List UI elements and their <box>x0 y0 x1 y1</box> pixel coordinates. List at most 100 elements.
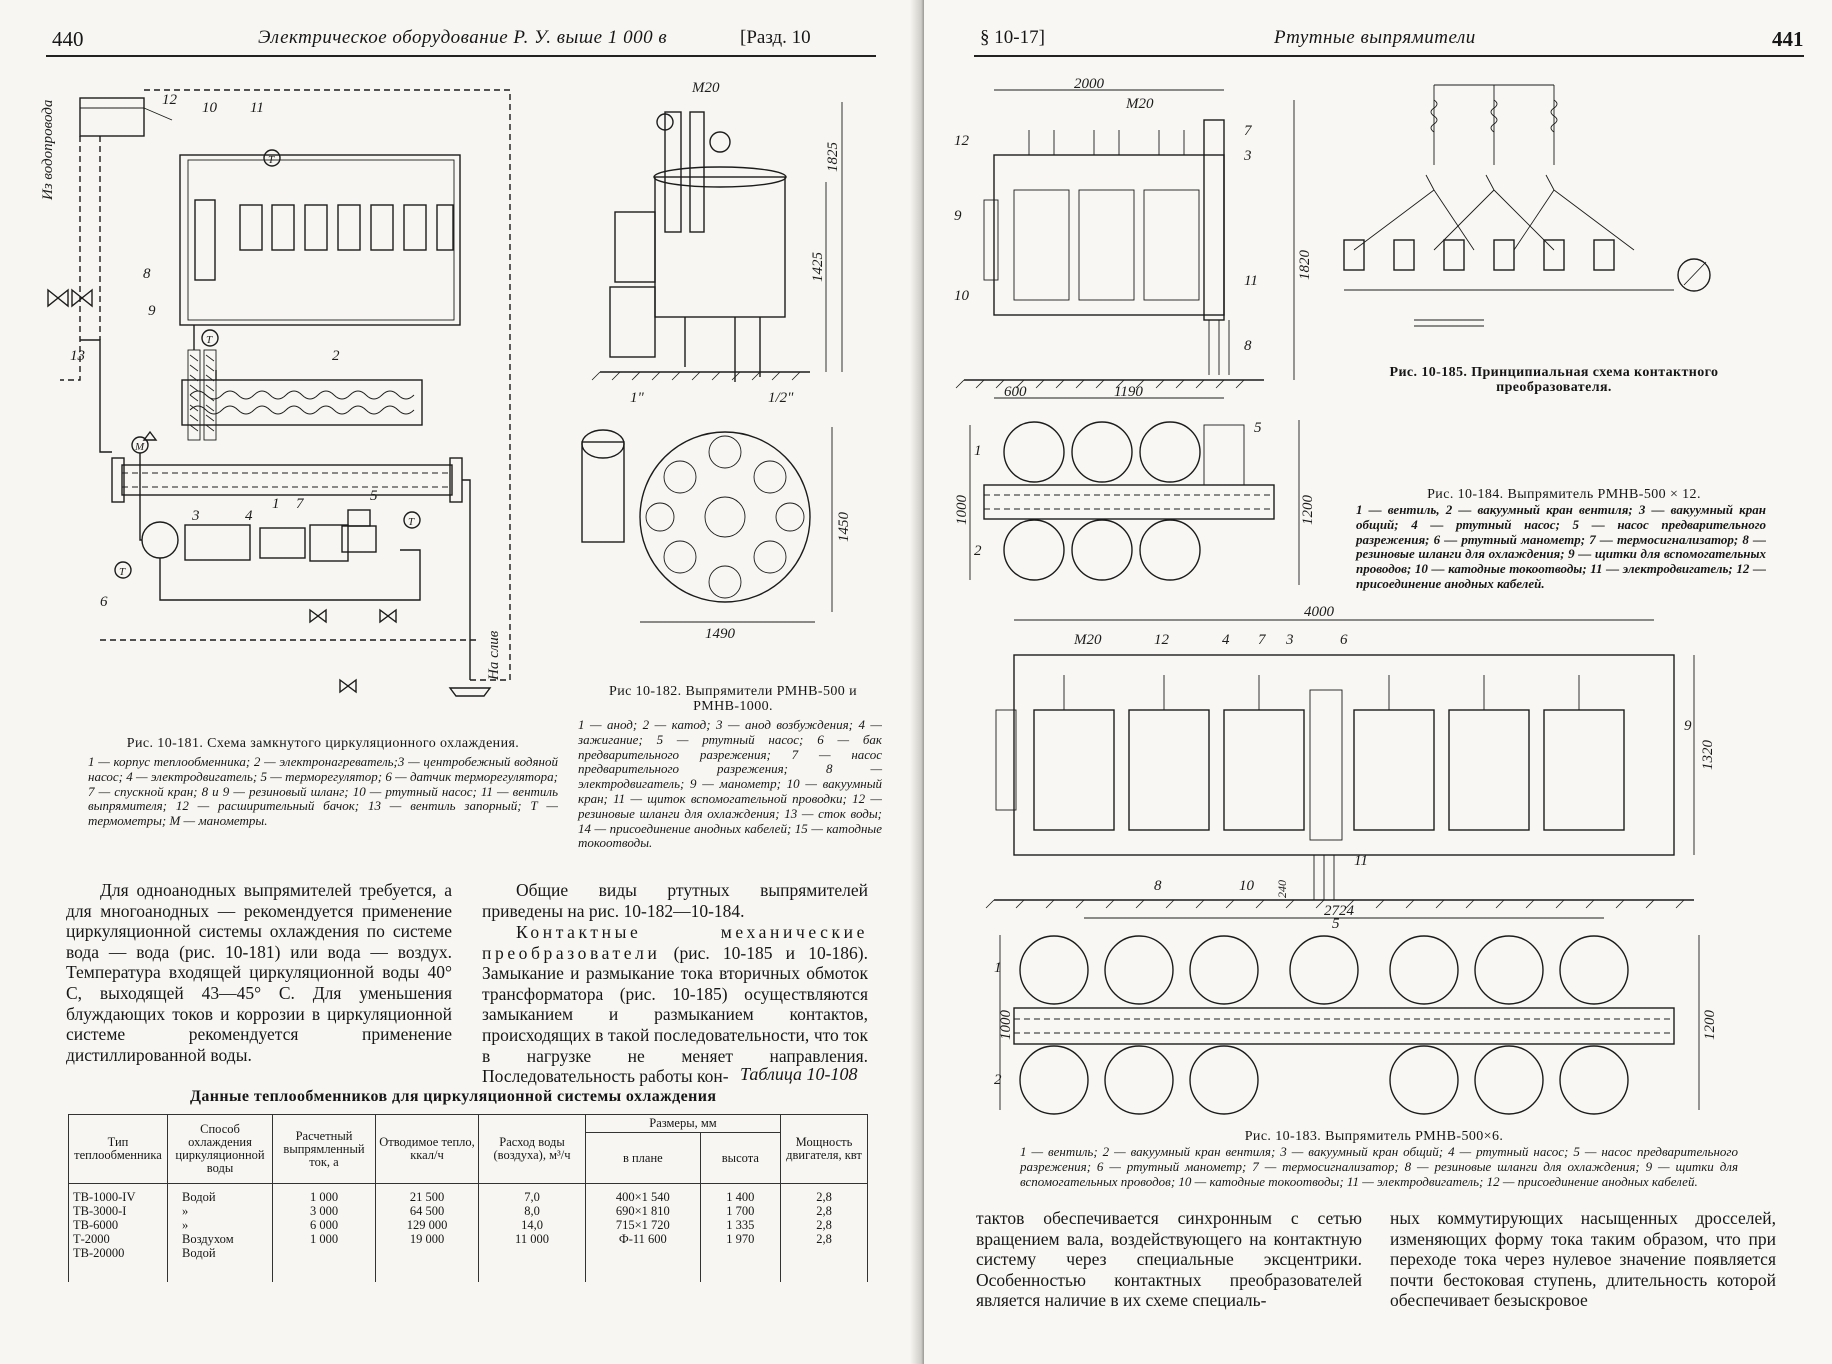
current-cell: 1 000 <box>309 1190 339 1204</box>
fig184-rectifier-12-drawing: 2000 M20 1820 600 1190 <box>954 76 1316 585</box>
fig181-label-9: 9 <box>148 303 156 319</box>
svg-text:T: T <box>119 566 126 578</box>
th-type: Тип теплообменника <box>68 1114 168 1184</box>
col-methods: Водой » » Воздухом Водой <box>167 1183 273 1282</box>
fig183-label-10: 10 <box>1239 878 1255 894</box>
svg-text:T: T <box>206 334 213 346</box>
th-plan: в плане <box>585 1132 701 1184</box>
fig184-legend: 1 — вентиль, 2 — вакуумный кран вентиля;… <box>1356 502 1766 591</box>
col-heats: 21 500 64 500 129 000 19 000 <box>375 1183 479 1282</box>
fig183-dim-1200: 1200 <box>1702 1010 1718 1041</box>
power-cell: 2,8 <box>816 1190 832 1204</box>
fig184-label-2: 2 <box>974 543 982 559</box>
col-powers: 2,8 2,8 2,8 2,8 <box>780 1183 868 1282</box>
body-para-cycles: тактов обеспечивается синхронным с сетью… <box>976 1208 1362 1311</box>
type-cell: ТВ-20000 <box>73 1246 125 1260</box>
heat-cell: 129 000 <box>406 1218 448 1232</box>
plan-cell: 690×1 810 <box>615 1204 670 1218</box>
fig184-label-12: 12 <box>954 133 970 149</box>
svg-text:T: T <box>268 154 275 166</box>
page-number-left: 440 <box>52 27 84 51</box>
fig184-label-3: 3 <box>1243 148 1252 164</box>
method-cell: Воздухом <box>182 1232 234 1246</box>
current-cell: 1 000 <box>309 1232 339 1246</box>
heat-cell: 19 000 <box>409 1232 445 1246</box>
fig183-label-9: 9 <box>1684 718 1692 734</box>
fig183-rectifier-6-drawing: 4000 M20 12 4 7 3 6 9 2724 240 <box>985 604 1718 1115</box>
fig182-dim-1425: 1425 <box>810 252 826 283</box>
flow-cell: 8,0 <box>524 1204 540 1218</box>
flow-cell: 14,0 <box>521 1218 543 1232</box>
right-page: § 10-17] Ртутные выпрямители 441 2000 M2… <box>924 0 1832 1364</box>
running-head-left: Электрическое оборудование Р. У. выше 1 … <box>258 27 668 48</box>
spaced-term: Контактные механические преобразователи <box>482 922 868 963</box>
body-para-contact-converters: Контактные механические преобразователи … <box>482 922 868 1087</box>
fig184-dim-1190: 1190 <box>1114 384 1143 400</box>
fig181-label-1: 1 <box>272 496 280 512</box>
svg-text:M: M <box>134 441 145 453</box>
fig182-dim-1450: 1450 <box>836 512 852 543</box>
fig181-label-11: 11 <box>250 100 264 116</box>
fig183-label-7: 7 <box>1258 632 1267 648</box>
fig184-label-5: 5 <box>1254 420 1262 436</box>
col-heights: 1 400 1 700 1 335 1 970 <box>699 1183 782 1282</box>
fig181-label-6: 6 <box>100 594 108 610</box>
power-cell: 2,8 <box>816 1232 832 1246</box>
col-flows: 7,0 8,0 14,0 11 000 <box>478 1183 586 1282</box>
fig183-dim-1000: 1000 <box>998 1010 1014 1041</box>
left-page: 440 Электрическое оборудование Р. У. выш… <box>0 0 924 1364</box>
fig182-dim-1825: 1825 <box>825 142 841 173</box>
fig181-label-13: 13 <box>70 348 85 364</box>
heat-exchanger-table: Тип теплообменника Способ охлаждения цир… <box>68 1114 868 1282</box>
col-plans: 400×1 540 690×1 810 715×1 720 Ф-11 600 <box>585 1183 701 1282</box>
fig181-label-5: 5 <box>370 488 378 504</box>
body-para-cooling: Для одноанодных выпрямителей требуется, … <box>66 880 452 1065</box>
fig181-legend: 1 — корпус теплообменника; 2 — электрона… <box>88 754 558 829</box>
fig181-label-4: 4 <box>245 508 253 524</box>
fig183-label-m20: M20 <box>1073 632 1102 648</box>
plan-cell: Ф-11 600 <box>618 1232 667 1246</box>
fig183-caption: Рис. 10-183. Выпрямитель РМНВ-500×6. <box>1244 1129 1504 1144</box>
fig181-inflow-label: Из водопровода <box>40 100 56 201</box>
height-cell: 1 400 <box>726 1190 755 1204</box>
fig181-label-10: 10 <box>202 100 218 116</box>
fig183-label-1: 1 <box>994 960 1002 976</box>
fig181-label-12: 12 <box>162 92 178 108</box>
section-ref-right: § 10-17] <box>980 27 1045 48</box>
fig182-caption: Рис 10-182. Выпрямители РМНВ-500 и РМНВ-… <box>609 684 857 714</box>
fig181-label-2: 2 <box>332 348 340 364</box>
running-head-right: Ртутные выпрямители <box>1274 27 1476 48</box>
fig185-contact-converter-schematic <box>1343 84 1711 327</box>
fig183-label-6: 6 <box>1340 632 1348 648</box>
power-cell: 2,8 <box>816 1204 832 1218</box>
fig184-label-11: 11 <box>1244 273 1258 289</box>
heat-cell: 64 500 <box>409 1204 445 1218</box>
fig184-dim-1000: 1000 <box>954 495 970 526</box>
plan-cell: 715×1 720 <box>615 1218 670 1232</box>
table-title: Данные теплообменников для циркуляционно… <box>190 1088 717 1105</box>
th-height: высота <box>699 1132 782 1184</box>
type-cell: ТВ-6000 <box>73 1218 119 1232</box>
fig184-dim-1200: 1200 <box>1300 495 1316 526</box>
fig183-label-2: 2 <box>994 1072 1002 1088</box>
fig182-label-m20: M20 <box>691 80 720 96</box>
fig183-dim-1320: 1320 <box>1700 740 1716 771</box>
method-cell: » <box>182 1218 189 1232</box>
page-number-right: 441 <box>1772 27 1804 51</box>
table-body-row: ТВ-1000-IV ТВ-3000-I ТВ-6000 Т-2000 ТВ-2… <box>68 1183 868 1282</box>
fig182-label-1inch: 1" <box>630 390 645 406</box>
method-cell: Водой <box>182 1246 216 1260</box>
fig181-label-8: 8 <box>143 266 151 282</box>
fig181-label-7: 7 <box>296 496 305 512</box>
fig183-label-5: 5 <box>1332 916 1340 932</box>
col-types: ТВ-1000-IV ТВ-3000-I ТВ-6000 Т-2000 ТВ-2… <box>68 1183 168 1282</box>
fig184-label-7: 7 <box>1244 123 1253 139</box>
th-current: Расчетный выпрямленный ток, а <box>272 1114 376 1184</box>
body-para-overview: Общие виды ртутных выпрямителей приведен… <box>482 880 868 921</box>
fig183-dim-2724: 2724 <box>1324 903 1355 919</box>
th-method: Способ охлаждения циркуляционной воды <box>167 1114 273 1184</box>
fig182-label-half-inch: 1/2" <box>768 390 794 406</box>
type-cell: ТВ-3000-I <box>73 1204 127 1218</box>
current-cell: 3 000 <box>309 1204 339 1218</box>
